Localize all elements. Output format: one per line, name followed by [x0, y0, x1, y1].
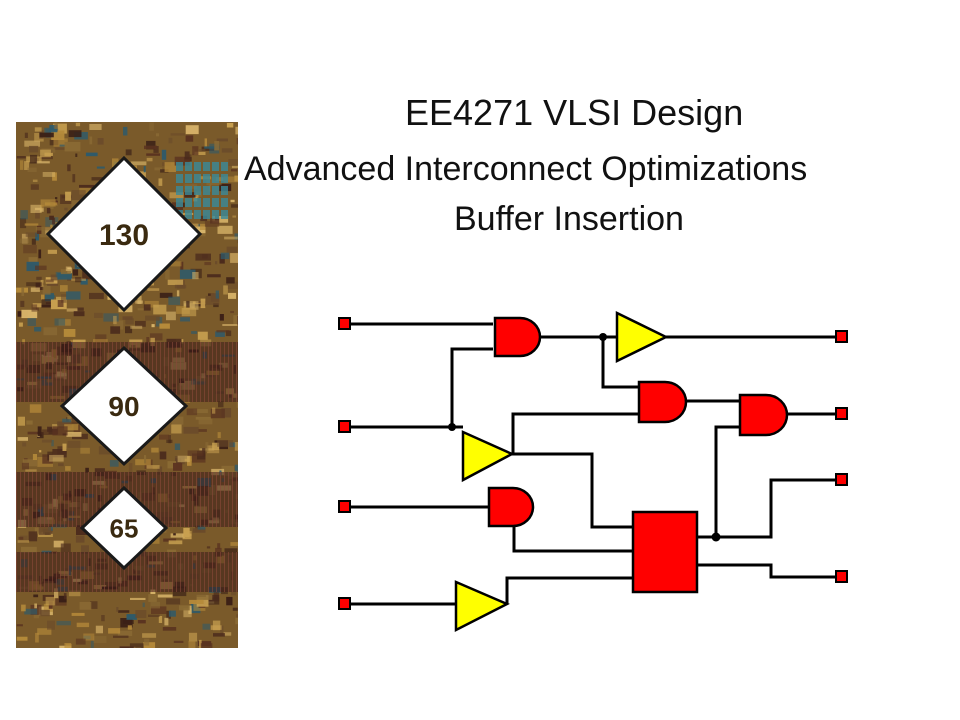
- buffer-3: [454, 580, 510, 633]
- buffer-1: [615, 310, 669, 364]
- node-label-90: 90: [108, 391, 140, 422]
- course-title: EE4271 VLSI Design: [405, 92, 744, 133]
- junction-dot: [711, 532, 721, 542]
- and-gate-1: [493, 316, 542, 358]
- chip-die-photo: [16, 122, 238, 648]
- input-pin-4: [338, 597, 351, 610]
- wires: [349, 322, 836, 606]
- chip-die-image: 130 90 65: [16, 122, 238, 648]
- junction-dot: [448, 423, 456, 431]
- output-pin-3: [835, 473, 848, 486]
- lecture-subtitle: Buffer Insertion: [454, 200, 684, 238]
- and-gate-3: [738, 393, 789, 437]
- input-pin-3: [338, 500, 351, 513]
- node-label-130: 130: [98, 219, 150, 252]
- and-gate-2: [637, 380, 688, 424]
- junction-dot: [599, 333, 607, 341]
- node-diamond-90: [59, 345, 189, 467]
- input-pin-2: [338, 420, 351, 433]
- output-pin-2: [835, 407, 848, 420]
- node-diamond-65: [79, 485, 169, 571]
- node-label-65: 65: [109, 513, 139, 544]
- output-pin-1: [835, 330, 848, 343]
- lecture-title: Advanced Interconnect Optimizations: [244, 150, 808, 188]
- and-gate-4: [487, 486, 535, 528]
- output-pin-4: [835, 570, 848, 583]
- input-pin-1: [338, 317, 351, 330]
- node-diamond-130: [45, 155, 203, 313]
- logic-block: [631, 510, 699, 594]
- buffer-2: [461, 430, 515, 483]
